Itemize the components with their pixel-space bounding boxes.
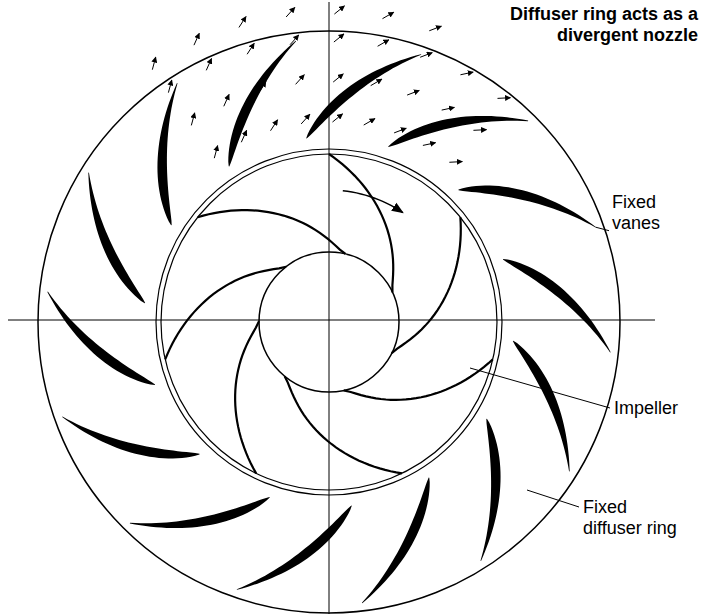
diffuser-vane — [88, 173, 145, 304]
flow-arrow — [378, 40, 389, 47]
flow-arrow — [460, 72, 473, 75]
impeller-blade — [344, 359, 493, 400]
flow-arrow — [241, 130, 246, 142]
flow-arrow — [301, 114, 310, 124]
diffuser-vane — [480, 419, 500, 561]
flow-arrow — [191, 113, 194, 126]
flow-arrow — [271, 120, 278, 131]
part-label: Fixed diffuser ring — [583, 497, 683, 538]
diffuser-vane — [237, 505, 352, 589]
flow-arrow — [259, 82, 266, 93]
leader-line — [470, 368, 610, 408]
impeller-blade — [392, 217, 461, 353]
diffuser-vane — [47, 292, 155, 386]
diffuser-vane — [362, 478, 430, 604]
diffuser-vane — [130, 497, 270, 528]
leader-line — [596, 227, 609, 230]
flow-arrow — [239, 17, 246, 28]
flow-arrow — [194, 33, 199, 45]
flow-arrow — [420, 53, 432, 58]
flow-arrow — [296, 75, 305, 85]
flow-arrow — [473, 129, 486, 131]
flow-arrow — [442, 107, 455, 110]
diffuser-vane — [228, 41, 296, 167]
flow-arrow — [214, 146, 217, 159]
impeller-rim — [161, 154, 497, 490]
flow-arrow — [423, 143, 436, 146]
flow-arrow — [290, 35, 299, 45]
diffuser-vane — [458, 186, 595, 228]
part-label: Fixed vanes — [612, 192, 682, 233]
flow-arrow — [334, 6, 344, 14]
flow-arrow — [224, 94, 229, 106]
impeller-blade — [329, 154, 393, 292]
centre-line — [329, 2, 330, 614]
flow-arrow — [498, 97, 511, 99]
part-label: Impeller — [614, 398, 694, 419]
flow-arrow — [364, 119, 375, 126]
casing-circle — [38, 31, 620, 613]
flow-arrow — [407, 90, 419, 95]
centre-line — [8, 320, 655, 321]
diffuser-vane — [62, 417, 199, 459]
impeller-blade — [285, 376, 402, 473]
flow-arrow — [332, 114, 342, 122]
flow-arrow — [429, 26, 441, 31]
impeller-blade — [165, 267, 286, 360]
part-label: Diffuser ring acts as a divergent nozzle — [448, 4, 698, 45]
leader-line — [527, 490, 579, 507]
diffuser-vane — [306, 54, 421, 138]
diffuser-vane — [513, 341, 570, 472]
flow-arrow — [449, 161, 462, 163]
flow-arrow — [152, 57, 155, 70]
flow-arrow — [247, 43, 254, 54]
diffuser-ring-inner — [156, 149, 502, 495]
diffuser-vane — [157, 83, 177, 225]
flow-arrow — [394, 128, 406, 133]
diffuser-vane — [388, 116, 528, 147]
impeller-hub — [259, 252, 399, 392]
impeller-blade — [235, 321, 259, 473]
flow-arrow — [382, 12, 393, 19]
impeller-blade — [198, 210, 346, 254]
flow-arrow — [286, 7, 295, 17]
flow-arrow — [371, 79, 382, 86]
flow-arrow — [334, 34, 344, 42]
flow-arrow — [168, 80, 171, 93]
flow-arrow — [206, 58, 211, 70]
rotation-arrow — [343, 191, 403, 213]
flow-arrow — [333, 74, 343, 82]
diffuser-vane — [503, 259, 611, 353]
